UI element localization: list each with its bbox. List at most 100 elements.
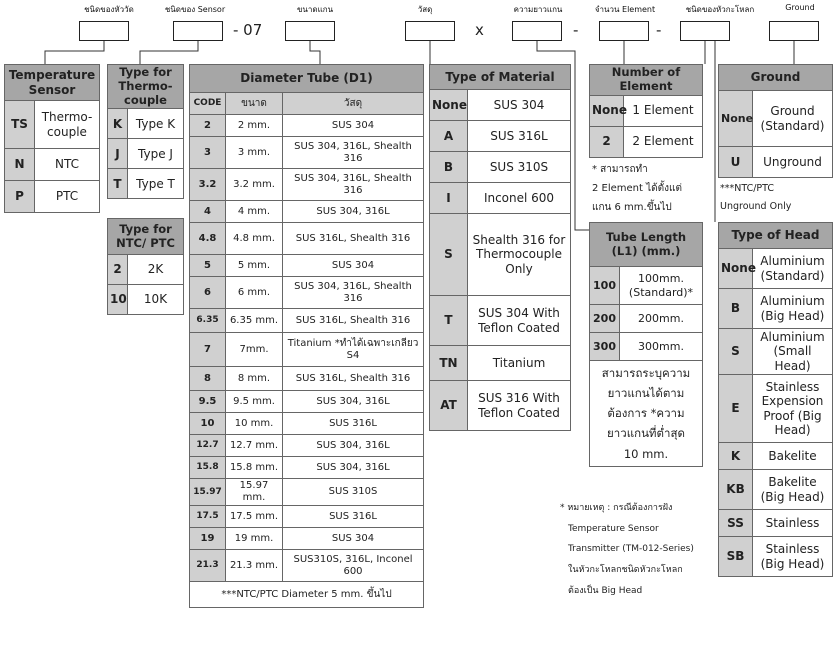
code-box-ground[interactable]: [769, 21, 819, 41]
note-line: * หมายเหตุ : กรณีต้องการฝัง: [560, 503, 673, 513]
table-cell: 2: [189, 114, 226, 137]
code-box-tube-length[interactable]: [512, 21, 562, 41]
table-cell: Stainless (Big Head): [752, 536, 833, 578]
table-cell: 9.5 mm.: [225, 390, 283, 413]
table-cell: 10 mm.: [225, 412, 283, 435]
note-line: แกน 6 mm.ขึ้นไป: [592, 202, 672, 213]
table-cell: SUS 304, 316L: [282, 390, 424, 413]
head-type-title: Type of Head: [718, 222, 833, 249]
tube-length-footnote: สามารถระบุความยาวแกนได้ตามต้องการ *ความย…: [589, 360, 703, 467]
table-cell: SUS 304, 316L: [282, 456, 424, 479]
code-box-element-count[interactable]: [599, 21, 649, 41]
table-cell: SUS 304, 316L, Shealth 316: [282, 168, 424, 201]
table-cell: 5: [189, 254, 226, 277]
table-cell: AT: [429, 380, 468, 431]
ntc-ptc-type-title: Type for NTC/ PTC: [107, 218, 184, 255]
table-cell: 200: [589, 304, 620, 333]
table-cell: NTC: [34, 148, 100, 181]
table-cell: SUS 316L, Shealth 316: [282, 222, 424, 255]
table-cell: 300mm.: [619, 332, 703, 361]
table-cell: 17.5: [189, 505, 226, 528]
table-cell: SUS 304: [282, 114, 424, 137]
table-cell: 3.2 mm.: [225, 168, 283, 201]
table-cell: Unground: [752, 146, 833, 178]
table-cell: 4: [189, 200, 226, 223]
note-line: 2 Element ได้ตั้งแต่: [592, 183, 682, 194]
note-line: Temperature Sensor: [568, 523, 659, 534]
table-cell: 4.8: [189, 222, 226, 255]
label-sensor-type: ชนิดของหัววัด: [84, 5, 134, 14]
table-cell: 3: [189, 136, 226, 169]
temperature-sensor-title: Temperature Sensor: [4, 64, 100, 101]
table-cell: I: [429, 182, 468, 214]
code-box-sensor-type[interactable]: [79, 21, 129, 41]
table-cell: SUS310S, 316L, Inconel 600: [282, 549, 424, 582]
element-count-title: Number of Element: [589, 64, 703, 96]
table-cell: Aluminium (Big Head): [752, 288, 833, 329]
note-line: ต้องเป็น Big Head: [568, 585, 643, 596]
label-ground: Ground: [785, 3, 815, 12]
table-cell: Type T: [127, 168, 184, 200]
table-cell: 7mm.: [225, 332, 283, 367]
table-cell: 2 mm.: [225, 114, 283, 137]
table-header: ขนาด: [225, 92, 283, 115]
table-cell: 9.5: [189, 390, 226, 413]
table-cell: 6 mm.: [225, 276, 283, 309]
separator-07: - 07: [233, 21, 263, 39]
table-cell: Type J: [127, 138, 184, 170]
table-cell: 3.2: [189, 168, 226, 201]
diameter-footnote: ***NTC/PTC Diameter 5 mm. ขึ้นไป: [189, 581, 424, 608]
code-box-head-type[interactable]: [680, 21, 730, 41]
table-cell: SUS 304: [282, 527, 424, 550]
table-cell: Thermo-couple: [34, 100, 100, 149]
table-cell: J: [107, 138, 128, 170]
note-line: Transmitter (TM-012-Series): [568, 544, 694, 555]
thermocouple-type-title: Type for Thermo-couple: [107, 63, 184, 110]
table-cell: SUS 316L: [282, 412, 424, 435]
code-box-material[interactable]: [405, 21, 455, 41]
code-box-sensor-kind[interactable]: [173, 21, 223, 41]
separator-dash-1: -: [573, 21, 579, 39]
table-cell: 2K: [127, 254, 184, 285]
table-cell: Aluminium (Small Head): [752, 327, 833, 376]
table-cell: SUS 316L: [282, 505, 424, 528]
table-cell: Aluminium (Standard): [752, 248, 833, 289]
table-cell: 6.35: [189, 308, 226, 333]
table-cell: SS: [718, 509, 753, 538]
note-line: Unground Only: [720, 201, 792, 213]
table-cell: K: [718, 442, 753, 471]
table-cell: 15.97: [189, 478, 226, 506]
table-cell: 2: [107, 254, 128, 285]
table-cell: N: [4, 148, 35, 181]
code-box-diameter[interactable]: [285, 21, 335, 41]
table-cell: P: [4, 180, 35, 213]
table-cell: Stainless: [752, 509, 833, 538]
table-cell: 200mm.: [619, 304, 703, 333]
table-cell: SUS 316 With Teflon Coated: [467, 380, 571, 431]
table-cell: SUS 304, 316L: [282, 434, 424, 457]
